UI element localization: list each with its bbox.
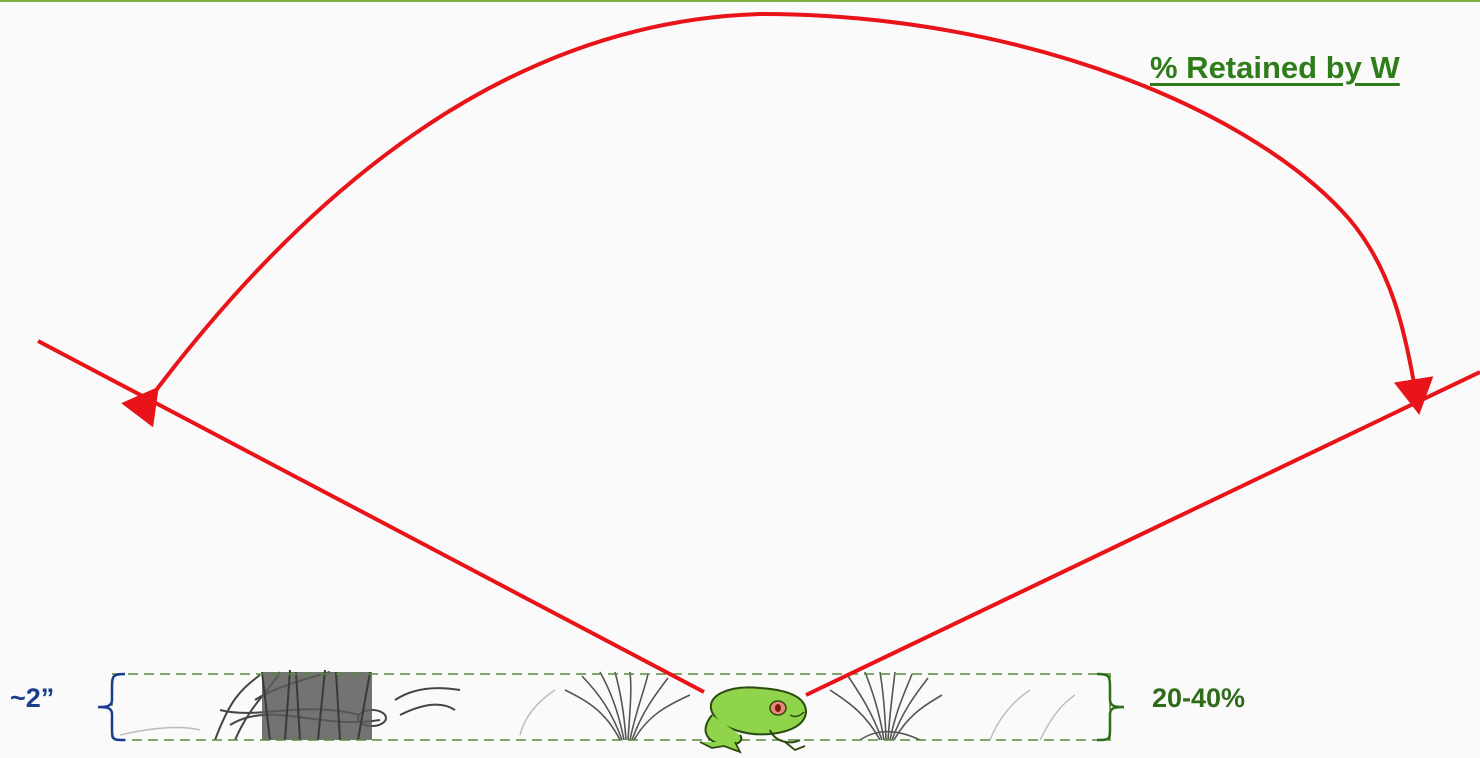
left-view-line bbox=[38, 341, 704, 692]
dense-grass-clump bbox=[262, 672, 372, 740]
grass-plant-icon bbox=[565, 672, 690, 740]
frog-icon bbox=[700, 687, 806, 752]
vegetation-band bbox=[120, 670, 1075, 740]
height-brace bbox=[98, 674, 125, 740]
diagram-title: % Retained by W bbox=[1150, 50, 1400, 86]
retained-percent-label: 20-40% bbox=[1152, 683, 1245, 714]
retained-band bbox=[112, 674, 1110, 740]
grass-plant-icon bbox=[830, 672, 942, 740]
right-view-line bbox=[806, 372, 1480, 695]
height-label: ~2” bbox=[10, 683, 54, 714]
